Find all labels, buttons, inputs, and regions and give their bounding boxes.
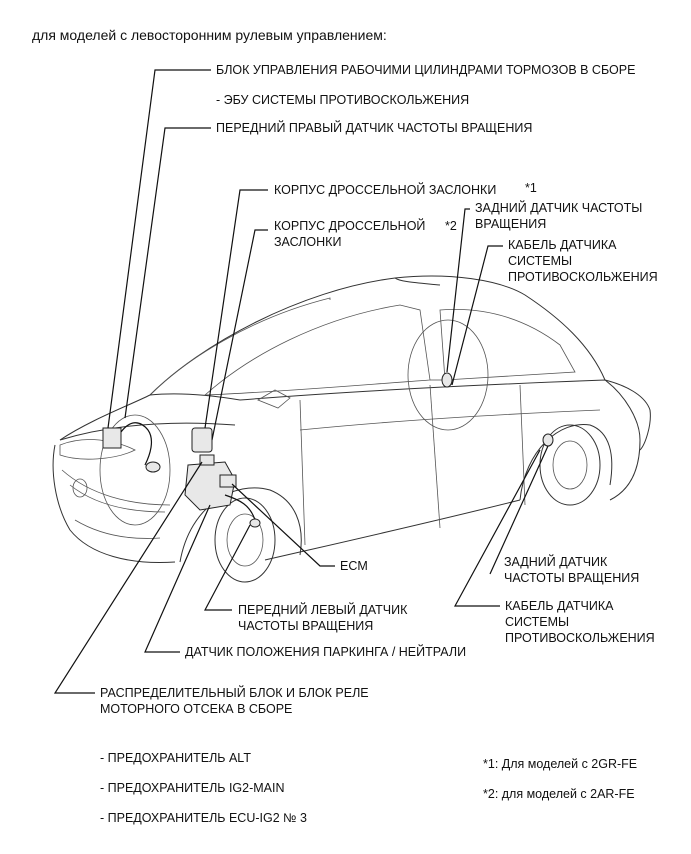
front-left-sensor-part — [249, 518, 261, 528]
label-throttle-2-line1: КОРПУС ДРОССЕЛЬНОЙ — [274, 219, 426, 233]
label-ecm: ECM — [340, 559, 368, 573]
label-cable-top-line1: КАБЕЛЬ ДАТЧИКА — [508, 238, 617, 252]
label-cable-bottom-line1: КАБЕЛЬ ДАТЧИКА — [505, 599, 614, 613]
label-front-left-line1: ПЕРЕДНИЙ ЛЕВЫЙ ДАТЧИК — [238, 603, 408, 617]
sensor-wire-left — [224, 494, 256, 521]
footnote-1: *1: Для моделей с 2GR-FE — [483, 757, 638, 771]
footnote-2: *2: для моделей с 2AR-FE — [483, 787, 635, 801]
components — [102, 372, 554, 528]
label-front-right-sensor: ПЕРЕДНИЙ ПРАВЫЙ ДАТЧИК ЧАСТОТЫ ВРАЩЕНИЯ — [216, 121, 533, 135]
engine-block-part — [184, 461, 236, 511]
label-fuse-ecu-ig2: - ПРЕДОХРАНИТЕЛЬ ECU-IG2 № 3 — [100, 811, 307, 825]
label-abs-ecu: - ЭБУ СИСТЕМЫ ПРОТИВОСКОЛЬЖЕНИЯ — [216, 93, 470, 107]
front-right-sensor-part — [145, 461, 161, 473]
label-front-left-line2: ЧАСТОТЫ ВРАЩЕНИЯ — [238, 619, 374, 633]
label-throttle-2-note: *2 — [445, 219, 457, 233]
label-cable-top-line3: ПРОТИВОСКОЛЬЖЕНИЯ — [508, 270, 658, 284]
brake-actuator-part — [102, 427, 122, 449]
label-throttle-2-line2: ЗАСЛОНКИ — [274, 235, 342, 249]
relay-block-part — [199, 454, 215, 466]
label-fuse-alt: - ПРЕДОХРАНИТЕЛЬ ALT — [100, 751, 251, 765]
label-rear-sensor-bottom-line1: ЗАДНИЙ ДАТЧИК — [504, 555, 608, 569]
label-rear-sensor-top-line2: ВРАЩЕНИЯ — [475, 217, 547, 231]
label-park-neutral: ДАТЧИК ПОЛОЖЕНИЯ ПАРКИНГА / НЕЙТРАЛИ — [185, 645, 467, 659]
label-throttle-1: КОРПУС ДРОССЕЛЬНОЙ ЗАСЛОНКИ — [274, 183, 497, 197]
page-title: для моделей с левосторонним рулевым упра… — [32, 27, 387, 43]
label-rear-sensor-bottom-line2: ЧАСТОТЫ ВРАЩЕНИЯ — [504, 571, 640, 585]
label-rear-sensor-top-line1: ЗАДНИЙ ДАТЧИК ЧАСТОТЫ — [475, 201, 643, 215]
label-cable-top-line2: СИСТЕМЫ — [508, 254, 573, 268]
label-cable-bottom-line3: ПРОТИВОСКОЛЬЖЕНИЯ — [505, 631, 655, 645]
rear-sensor-upper-part — [441, 372, 453, 388]
label-throttle-1-note: *1 — [525, 181, 537, 195]
label-cable-bottom-line2: СИСТЕМЫ — [505, 615, 570, 629]
leader-lines — [53, 69, 549, 694]
label-relay-line2: МОТОРНОГО ОТСЕКА В СБОРЕ — [100, 702, 293, 716]
car-body-outline — [52, 275, 651, 583]
label-brake-block: БЛОК УПРАВЛЕНИЯ РАБОЧИМИ ЦИЛИНДРАМИ ТОРМ… — [216, 63, 636, 77]
throttle-body-part — [191, 427, 213, 453]
label-fuse-ig2-main: - ПРЕДОХРАНИТЕЛЬ IG2-MAIN — [100, 781, 285, 795]
rear-sensor-lower-part — [542, 433, 554, 447]
sensor-wire-right — [120, 422, 153, 466]
label-relay-line1: РАСПРЕДЕЛИТЕЛЬНЫЙ БЛОК И БЛОК РЕЛЕ — [100, 686, 369, 700]
